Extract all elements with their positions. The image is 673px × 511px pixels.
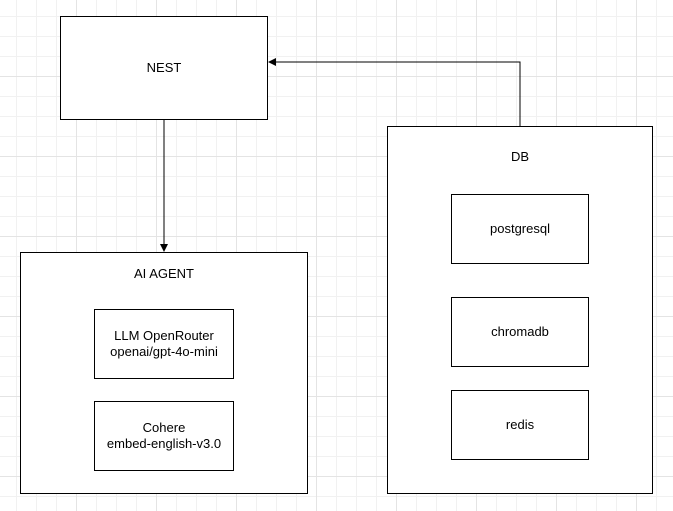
arrowhead-nest — [268, 58, 276, 66]
llm-openrouter-box[interactable]: LLM OpenRouter openai/gpt-4o-mini — [94, 309, 234, 379]
postgresql-label: postgresql — [490, 221, 550, 236]
nest-box[interactable]: NEST — [60, 16, 268, 120]
chromadb-label: chromadb — [491, 324, 549, 339]
llm-provider-label: LLM OpenRouter — [114, 328, 214, 343]
redis-box[interactable]: redis — [451, 390, 589, 460]
redis-label: redis — [505, 417, 535, 432]
ai-agent-title: AI AGENT — [134, 266, 194, 281]
arrow-db-to-nest — [276, 61, 521, 126]
embed-model-label: embed-english-v3.0 — [106, 436, 222, 451]
nest-label: NEST — [146, 60, 182, 75]
postgresql-box[interactable]: postgresql — [451, 194, 589, 264]
embed-provider-label: Cohere — [142, 420, 186, 435]
cohere-embed-box[interactable]: Cohere embed-english-v3.0 — [94, 401, 234, 471]
llm-model-label: openai/gpt-4o-mini — [110, 344, 218, 359]
arrowhead-ai-agent — [160, 244, 168, 252]
db-title: DB — [510, 149, 530, 164]
chromadb-box[interactable]: chromadb — [451, 297, 589, 367]
